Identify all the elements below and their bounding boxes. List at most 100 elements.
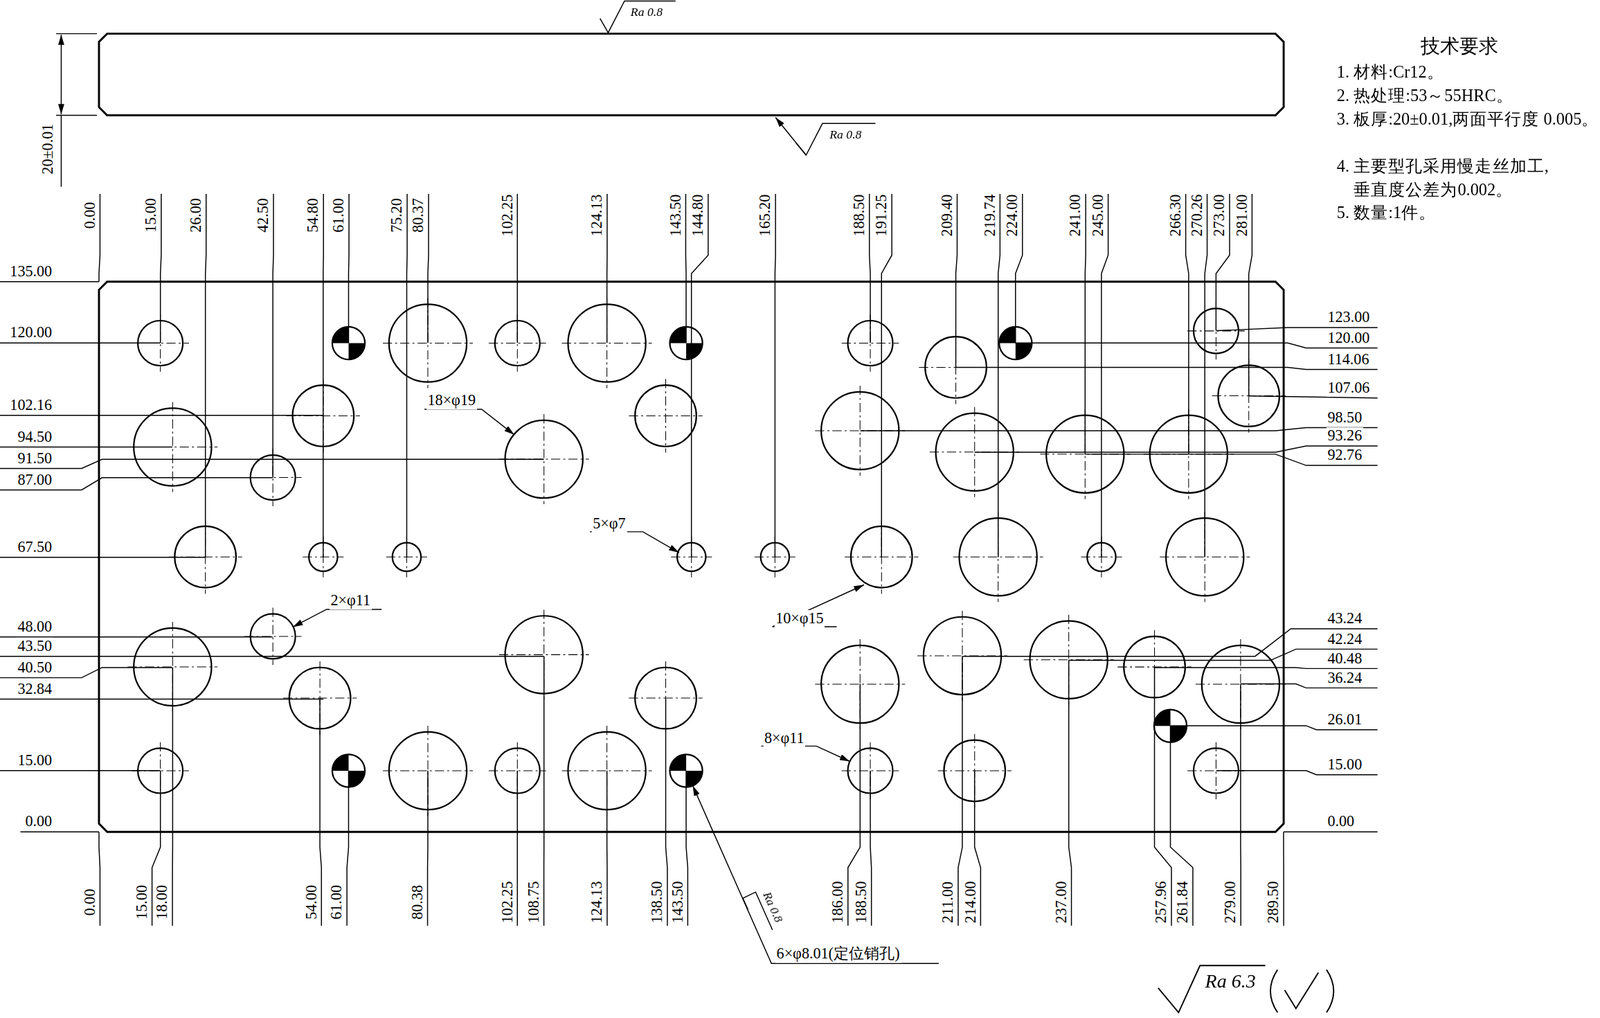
dimension-text: 80.37 (409, 197, 427, 235)
extension-line (956, 193, 958, 368)
dowel-mark (686, 770, 703, 788)
extension-line (1239, 683, 1242, 925)
extension-line (0, 769, 160, 771)
extension-line (1204, 193, 1207, 558)
dimension-line (60, 34, 62, 115)
dimension-text: 241.00 (1066, 193, 1084, 238)
dimension-text: 32.84 (16, 680, 54, 698)
bracket (1270, 969, 1278, 1013)
extension-line (406, 193, 408, 558)
roughness-text: Ra 6.3 (1203, 970, 1257, 993)
technical-note: 2. 热处理:53～55HRC。 (1336, 83, 1600, 108)
extension-line (322, 193, 325, 558)
extension-line (1154, 667, 1378, 669)
dimension-text: 80.38 (409, 884, 426, 921)
dimension-text: 245.00 (1089, 193, 1107, 238)
bracket (1326, 969, 1334, 1013)
extension-line (1248, 396, 1378, 399)
dimension-text: 188.50 (850, 193, 868, 238)
extension-line (998, 193, 1001, 558)
dimension-text: 54.80 (304, 197, 322, 235)
leader-line (292, 609, 382, 627)
dimension-text: 257.96 (1152, 879, 1170, 925)
extension-line (56, 114, 97, 116)
dimension-text: 0.00 (1326, 812, 1356, 830)
extension-line (774, 193, 777, 558)
extension-line (99, 193, 100, 282)
extension-line (56, 33, 97, 34)
dowel-mark (1170, 725, 1187, 743)
dimension-text: 102.25 (498, 193, 516, 238)
dowel-mark (332, 753, 349, 771)
extension-line (99, 831, 100, 926)
roughness-text: Ra 0.8 (759, 888, 786, 926)
extension-line (974, 445, 1378, 453)
dimension-text: 0.00 (81, 200, 99, 230)
dimension-text: 26.01 (1326, 711, 1364, 728)
dimension-text: 224.00 (1003, 193, 1021, 238)
technical-note: 1. 材料:Cr12。 (1336, 60, 1600, 84)
extension-line (0, 281, 100, 282)
technical-note: 5. 数量:1件。 (1336, 200, 1600, 225)
dimension-text: 143.50 (668, 879, 686, 925)
dimension-text: 237.00 (1053, 879, 1070, 925)
dimension-text: 15.00 (133, 884, 151, 921)
dimension-text: 135.00 (9, 263, 54, 280)
extension-line (870, 770, 872, 926)
dimension-text: 87.00 (16, 471, 54, 489)
dimension-text: 270.26 (1188, 193, 1206, 238)
dimension-text: 289.50 (1264, 879, 1282, 925)
dimension-text: 108.75 (525, 879, 543, 925)
leader-line (693, 785, 939, 964)
center-line (499, 654, 590, 655)
leader-line (772, 585, 865, 627)
extension-line (517, 770, 518, 926)
extension-line (0, 446, 173, 448)
callout-text: 10×φ15 (774, 609, 825, 627)
dimension-text: 15.00 (142, 197, 160, 235)
check-mark (1284, 972, 1319, 1009)
leader-line (760, 745, 850, 761)
extension-line (881, 193, 892, 558)
dimension-text: 266.30 (1167, 193, 1184, 238)
extension-line (666, 699, 668, 926)
extension-line (543, 656, 545, 926)
dimension-text: 124.13 (588, 879, 606, 925)
roughness-text: Ra 0.8 (629, 5, 664, 19)
extension-line (0, 342, 160, 343)
dimension-text: 124.13 (588, 193, 606, 238)
extension-line (606, 193, 608, 343)
extension-line (1283, 830, 1378, 832)
extension-line (348, 193, 350, 343)
dimension-text: 61.00 (330, 197, 347, 235)
dimension-text: 107.06 (1326, 379, 1371, 397)
leader-line (589, 531, 680, 553)
leader-line (424, 409, 515, 435)
dimension-text: 0.00 (24, 812, 54, 830)
dowel-mark (669, 326, 687, 344)
extension-line (859, 427, 1378, 431)
dimension-text: 92.76 (1326, 446, 1364, 464)
center-line (665, 378, 667, 453)
dowel-mark (669, 753, 687, 771)
extension-line (1084, 193, 1087, 455)
dimension-text: 20±0.01 (39, 122, 57, 176)
extension-line (1101, 193, 1109, 558)
notes-title: 技术要求 (1420, 36, 1499, 58)
extension-line (346, 770, 349, 926)
technical-note: 4. 主要型孔采用慢走丝加工, 垂直度公差为0.002。 (1336, 154, 1600, 202)
extension-line (517, 193, 518, 343)
dimension-text: 26.00 (187, 197, 205, 235)
dimension-text: 120.00 (1326, 329, 1371, 347)
extension-line (0, 414, 324, 416)
dimension-text: 40.50 (16, 659, 54, 676)
roughness-symbol (796, 123, 876, 156)
dimension-text: 191.25 (873, 193, 890, 238)
extension-line (962, 628, 1378, 657)
dimension-leader (60, 115, 62, 187)
dimension-text: 209.40 (938, 193, 956, 238)
extension-line (0, 556, 205, 558)
dimension-text: 143.50 (667, 193, 685, 238)
extension-line (160, 193, 162, 343)
